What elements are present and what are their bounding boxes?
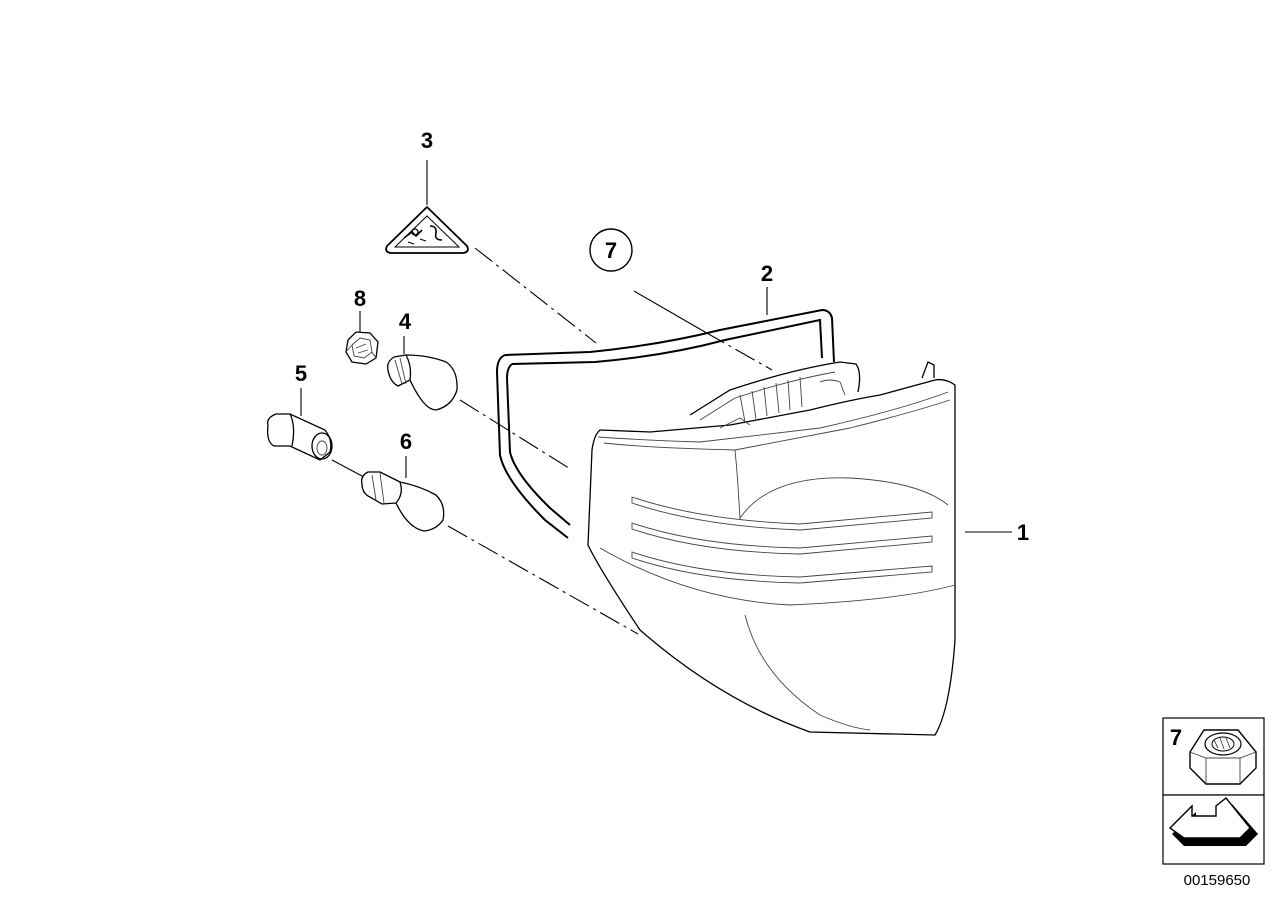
callout-4: 4 bbox=[399, 309, 412, 334]
high-voltage-icon bbox=[403, 225, 443, 245]
callout-7: 7 bbox=[605, 238, 617, 263]
document-number: 00159650 bbox=[1184, 872, 1251, 889]
legend-box: 7 bbox=[1162, 717, 1265, 865]
callout-8: 8 bbox=[354, 286, 366, 311]
bulb-socket bbox=[345, 331, 379, 365]
hex-nut-icon bbox=[1189, 729, 1257, 785]
tail-light-housing bbox=[587, 361, 956, 736]
callout-3: 3 bbox=[421, 128, 433, 153]
callout-2: 2 bbox=[761, 261, 773, 286]
callout-1: 1 bbox=[1017, 520, 1029, 545]
bulb-medium bbox=[360, 471, 445, 532]
bulb-small bbox=[266, 413, 333, 461]
leader-lines bbox=[300, 160, 1012, 635]
direction-arrow-icon bbox=[1168, 797, 1258, 846]
callout-7-circle bbox=[589, 228, 633, 272]
legend-item-number: 7 bbox=[1170, 725, 1182, 750]
bulb-large bbox=[386, 354, 458, 411]
warning-label-triangle bbox=[385, 205, 469, 254]
gasket bbox=[495, 308, 835, 539]
callout-5: 5 bbox=[295, 361, 307, 386]
callout-6: 6 bbox=[400, 429, 412, 454]
